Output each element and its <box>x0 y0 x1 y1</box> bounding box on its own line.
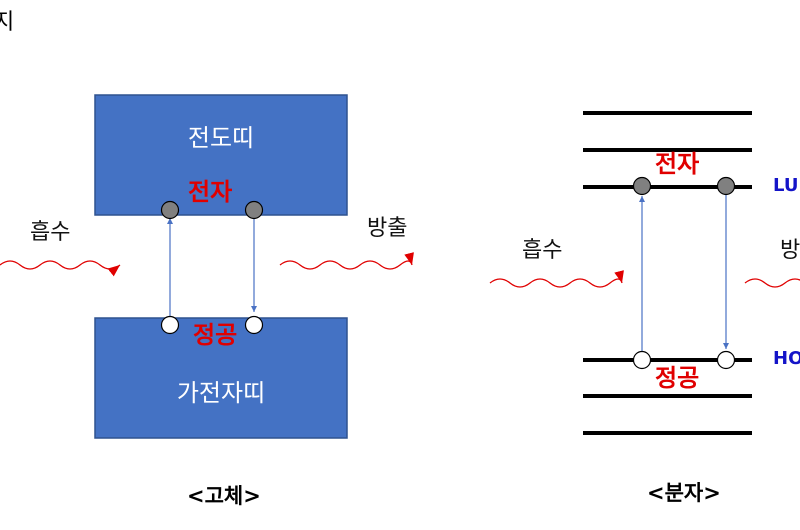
conduction-band <box>94 94 348 216</box>
molecule-hole-label: 정공 <box>655 364 700 392</box>
molecule-electron-label: 전자 <box>655 150 700 178</box>
solid-hole-dot <box>244 315 264 335</box>
valence-band-label: 가전자띠 <box>176 379 266 407</box>
molecule-hole-dot <box>632 350 652 370</box>
conduction-band-label: 전도띠 <box>187 124 255 152</box>
molecule-caption: <분자> <box>647 481 721 505</box>
solid-electron-label: 전자 <box>188 178 233 206</box>
solid-absorb-label: 흡수 <box>30 220 71 245</box>
solid-electron-dot <box>244 200 264 220</box>
solid-electron-dot <box>160 200 180 220</box>
solid-hole-dot <box>160 315 180 335</box>
corner-text: 지 <box>0 10 15 35</box>
molecule-absorb-wave <box>489 270 624 288</box>
solid-absorb-wave <box>0 260 121 277</box>
solid-emit-label: 방출 <box>367 216 408 241</box>
molecule-absorb-label: 흡수 <box>522 238 563 263</box>
valence-band <box>94 317 348 439</box>
molecule-hole-dot <box>716 350 736 370</box>
molecule-emit-wave <box>744 278 800 288</box>
solid-caption: <고체> <box>187 484 261 508</box>
molecule-emit-label: 방 <box>780 238 800 263</box>
molecule-electron-dot <box>632 176 652 196</box>
homo-label: HO <box>773 348 800 369</box>
solid-hole-label: 정공 <box>193 321 238 349</box>
lumo-label: LU <box>773 175 799 196</box>
solid-emit-wave <box>279 252 414 270</box>
molecule-electron-dot <box>716 176 736 196</box>
